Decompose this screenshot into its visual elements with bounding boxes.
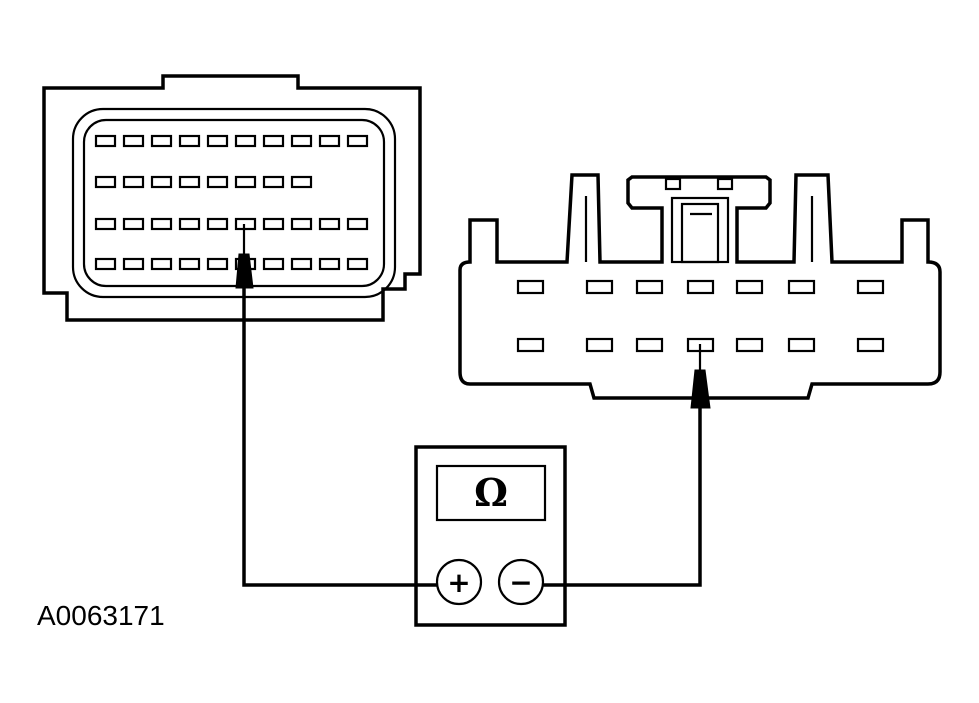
left-connector-pin: [150, 257, 173, 271]
right-connector-pin: [856, 279, 885, 295]
right-connector: [458, 173, 942, 400]
left-connector-pin: [318, 217, 341, 231]
left-connector-pin: [94, 175, 117, 189]
left-connector-pin: [290, 217, 313, 231]
right-connector-pin: [635, 337, 664, 353]
left-connector-pin: [234, 134, 257, 148]
right-connector-pin: [585, 337, 614, 353]
ohmmeter: Ω + −: [414, 445, 567, 627]
right-connector-pin: [735, 279, 764, 295]
positive-lead-wire: [242, 286, 437, 587]
left-connector-inner-seal: [82, 118, 386, 288]
left-connector-pin: [122, 217, 145, 231]
right-connector-pin: [516, 279, 545, 295]
positive-probe: [235, 224, 254, 289]
left-connector-pin: [262, 257, 285, 271]
left-connector-pin: [346, 257, 369, 271]
right-connector-pin: [787, 279, 816, 295]
left-connector-pin: [290, 134, 313, 148]
figure-id-label: A0063171: [37, 600, 165, 631]
right-connector-pin: [856, 337, 885, 353]
right-connector-latch-slot-left: [664, 177, 682, 191]
left-connector-pin: [150, 175, 173, 189]
left-connector-pin: [178, 217, 201, 231]
ohmmeter-mode-symbol: Ω: [474, 470, 508, 515]
right-connector-pin: [585, 279, 614, 295]
right-connector-pin: [516, 337, 545, 353]
right-connector-latch-slot-right: [716, 177, 734, 191]
left-connector-pin: [122, 175, 145, 189]
positive-jack-symbol: +: [447, 566, 470, 599]
left-connector-pin: [318, 257, 341, 271]
left-connector-pin: [290, 257, 313, 271]
right-connector-pin: [735, 337, 764, 353]
left-connector-pin: [234, 175, 257, 189]
left-connector-pin: [150, 134, 173, 148]
right-connector-pin: [787, 337, 816, 353]
left-connector-pin: [150, 217, 173, 231]
left-connector-pin: [262, 217, 285, 231]
left-connector-pin: [122, 257, 145, 271]
positive-jack: [435, 558, 483, 606]
left-connector-pin: [206, 257, 229, 271]
left-connector-pin: [178, 257, 201, 271]
left-connector-pin: [206, 134, 229, 148]
right-connector-pin: [635, 279, 664, 295]
negative-jack-symbol: −: [509, 566, 532, 599]
left-connector-pin: [234, 217, 257, 231]
negative-probe: [690, 344, 711, 409]
right-connector-latch-tab: [670, 196, 730, 264]
ohmmeter-display: [435, 464, 547, 522]
left-connector-outer-seal: [71, 107, 397, 299]
left-connector-pin: [346, 134, 369, 148]
left-connector-pin: [94, 134, 117, 148]
right-connector-pin: [686, 279, 715, 295]
right-connector-pins: [516, 279, 885, 353]
left-connector-pin: [290, 175, 313, 189]
left-connector-pin: [178, 134, 201, 148]
negative-lead-wire: [543, 406, 702, 587]
left-connector: [42, 74, 422, 322]
ohmmeter-body: [414, 445, 567, 627]
left-connector-pin: [94, 217, 117, 231]
left-connector-pin: [262, 175, 285, 189]
left-connector-housing: [42, 74, 422, 322]
left-connector-pin: [94, 257, 117, 271]
negative-jack: [497, 558, 545, 606]
left-connector-pin: [206, 175, 229, 189]
left-connector-pin: [318, 134, 341, 148]
left-connector-pin: [346, 217, 369, 231]
left-connector-pin: [178, 175, 201, 189]
right-connector-housing: [458, 173, 942, 400]
right-connector-latch-tab-inner: [680, 202, 720, 264]
left-connector-pin: [206, 217, 229, 231]
left-connector-pins: [94, 134, 369, 271]
left-connector-pin: [122, 134, 145, 148]
left-connector-pin: [262, 134, 285, 148]
